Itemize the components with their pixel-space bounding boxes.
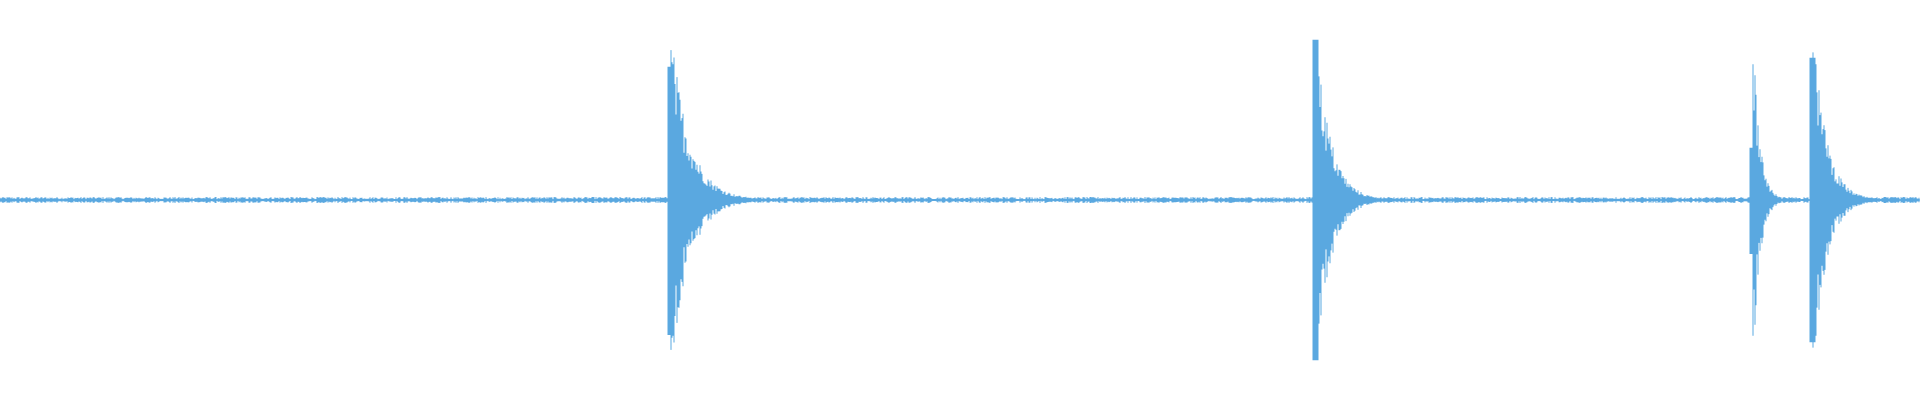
waveform-path (0, 39, 1920, 361)
waveform-samples (0, 39, 1920, 361)
